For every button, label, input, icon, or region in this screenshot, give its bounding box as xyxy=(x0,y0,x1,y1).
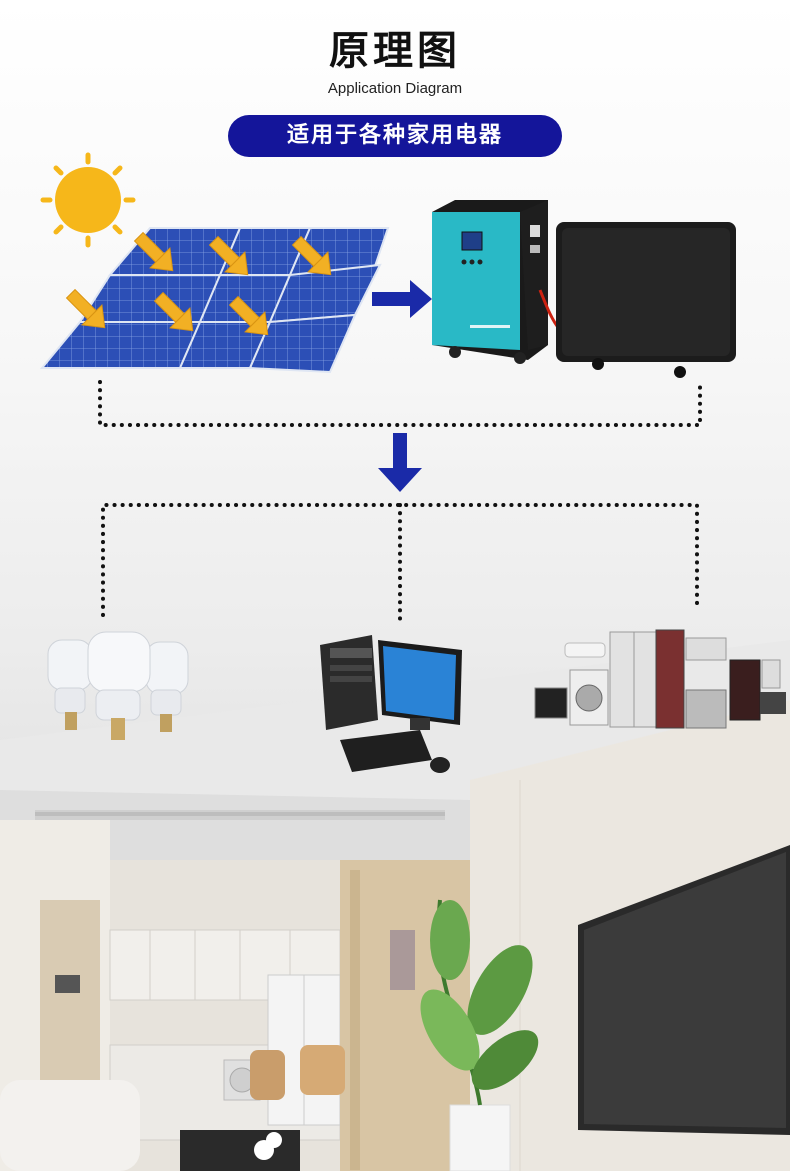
home-appliances xyxy=(534,629,786,729)
led-bulbs xyxy=(47,631,189,740)
page-title: 原理图 xyxy=(329,28,461,74)
arrow-right-icon xyxy=(372,280,432,318)
battery-pack xyxy=(556,222,736,378)
dotted-connectors xyxy=(98,380,702,627)
desktop-computer xyxy=(320,635,462,773)
inverter-unit xyxy=(432,200,562,364)
sunlight-arrows xyxy=(65,231,332,336)
page-subtitle: Application Diagram xyxy=(327,80,463,97)
banner-label: 适用于各种家用电器 xyxy=(228,115,562,157)
arrow-down-icon xyxy=(378,433,422,492)
sun-icon xyxy=(40,152,136,248)
